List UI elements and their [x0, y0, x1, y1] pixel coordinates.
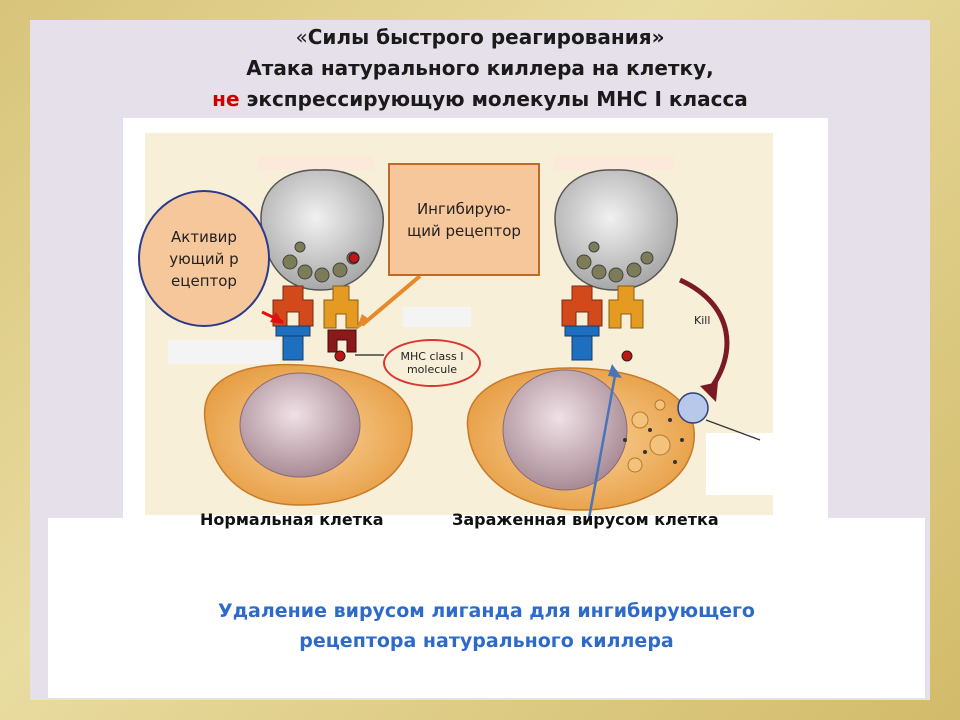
vesicle — [649, 434, 671, 456]
bottom-text-panel — [48, 518, 925, 698]
title-line-2: Атака натурального киллера на клетку, — [246, 56, 714, 80]
activating-ligand-left — [275, 325, 311, 361]
blank-label — [403, 307, 471, 327]
blank-label — [554, 156, 674, 170]
cell-nucleus — [502, 369, 628, 491]
granule — [588, 241, 600, 253]
granule — [640, 251, 654, 265]
normal-target-cell — [203, 363, 413, 506]
granule — [626, 262, 642, 278]
inhibitory-receptor-right — [608, 285, 644, 329]
nk-cell-left — [260, 169, 385, 291]
granule — [282, 254, 298, 270]
infected-target-cell — [466, 367, 695, 511]
vesicle — [631, 411, 649, 429]
granule — [332, 262, 348, 278]
inhibitory-callout-arrow — [360, 274, 422, 327]
blank-label — [259, 156, 373, 170]
activating-ligand-right — [564, 325, 600, 361]
blank-label — [706, 433, 780, 495]
normal-cell-caption: Нормальная клетка — [200, 510, 384, 529]
granule — [314, 267, 330, 283]
inhibitory-receptor-left — [323, 285, 359, 329]
cell-nucleus — [239, 372, 361, 478]
granule — [294, 241, 306, 253]
granule — [576, 254, 592, 270]
activating-receptor-left — [272, 285, 314, 327]
granzyme-vesicle — [677, 392, 709, 424]
title-line-1: «Силы быстрого реагирования» — [295, 25, 665, 49]
kill-label: Kill — [694, 314, 711, 327]
mhc-molecule-left — [327, 329, 357, 353]
nk-cell-right — [554, 169, 679, 291]
kill-arrow — [678, 277, 730, 394]
vesicle — [654, 399, 666, 411]
virus-particle — [621, 350, 633, 362]
virus-particle — [348, 252, 360, 264]
activating-receptor-label: Активирующий рецептор — [138, 190, 270, 327]
vesicle — [627, 457, 643, 473]
infected-cell-caption: Зараженная вирусом клетка — [452, 510, 719, 529]
mhc-molecule-label: MHC class I molecule — [383, 339, 481, 387]
activating-receptor-right — [561, 285, 603, 327]
granule — [297, 264, 313, 280]
granule — [608, 267, 624, 283]
blank-label — [168, 340, 280, 364]
title-line-3: не экспрессирующую молекулы МНС I класса — [212, 87, 748, 111]
virus-particle — [334, 350, 346, 362]
granule — [591, 264, 607, 280]
inhibitory-receptor-label: Ингибирую-щий рецептор — [388, 163, 540, 276]
conclusion-note: Удаление вирусом лиганда для ингибирующе… — [218, 600, 755, 652]
